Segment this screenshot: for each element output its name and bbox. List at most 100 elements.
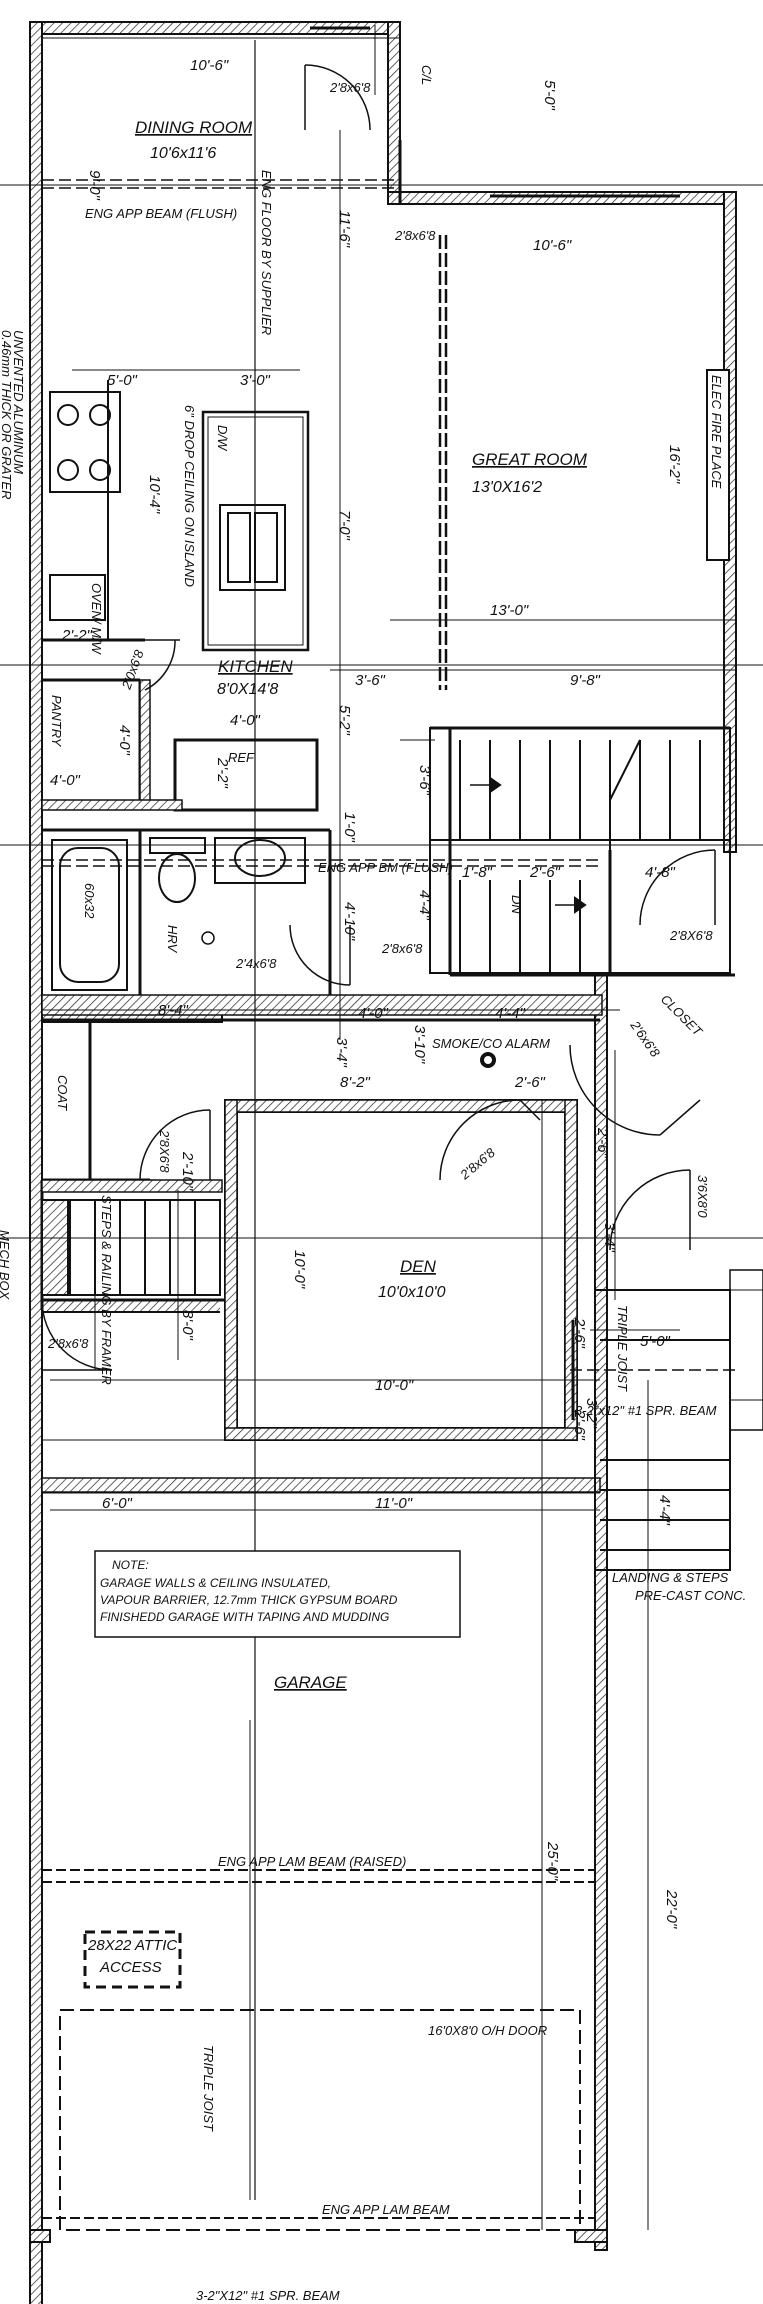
door-size-10: 2'6x6'8 [627, 1017, 663, 1060]
dim-1-8: 1'-8" [462, 864, 493, 881]
dim-3-6-b: 3'-6" [416, 765, 433, 796]
door-size-5: 2'8X6'8 [669, 928, 713, 943]
label-eng-app-bm-flush: ENG APP BM (FLUSH) [318, 860, 453, 875]
dim-6-0: 6'-0" [102, 1495, 133, 1512]
dim-10-6-top: 10'-6" [190, 57, 229, 74]
label-attic-1: 28X22 ATTIC [87, 1937, 177, 1954]
dim-2-6-e: 2'-6" [571, 1409, 588, 1441]
dim-4-0-d: 4'-0" [358, 1005, 389, 1022]
entry-steps [41, 1199, 221, 1296]
label-dw: D/W [215, 425, 230, 452]
dim-10-6-great: 10'-6" [533, 237, 572, 254]
dimension-lines [0, 25, 763, 2230]
door-size-1: 2'8x6'8 [329, 80, 371, 95]
door-size-3: 2'8x6'8 [394, 228, 436, 243]
label-oh-door: 16'0X8'0 O/H DOOR [428, 2023, 547, 2038]
label-eng-floor-supplier: ENG FLOOR BY SUPPLIER [259, 170, 274, 335]
dim-5-0-top: 5'-0" [541, 80, 558, 111]
label-spr-beam: 3-2"x12" #1 SPR. BEAM [575, 1403, 717, 1418]
door-swings [41, 64, 716, 1371]
dim-10-0-b: 10'-0" [375, 1377, 414, 1394]
dim-5-0-b: 5'-0" [640, 1333, 671, 1350]
label-eng-lam-beam-raised: ENG APP LAM BEAM (RAISED) [218, 1854, 406, 1869]
room-name-great: GREAT ROOM [472, 450, 588, 469]
dim-4-0-b: 4'-0" [116, 725, 133, 756]
dim-4-8: 4'-8" [645, 864, 676, 881]
label-landing: LANDING & STEPS [612, 1570, 729, 1585]
label-unvented-1: UNVENTED ALUMINUM [11, 330, 26, 474]
door-size-7: 2'8X6'8 [157, 1129, 172, 1173]
note-line-4: FINISHEDD GARAGE WITH TAPING AND MUDDING [100, 1610, 389, 1624]
window-openings [310, 26, 680, 1420]
dim-4-4-c: 4'-4" [656, 1495, 673, 1526]
smoke-alarm-icon [480, 1052, 496, 1068]
dim-10-0-a: 10'-0" [291, 1250, 308, 1289]
label-eng-lam-beam: ENG APP LAM BEAM [322, 2202, 450, 2217]
note-line-1: NOTE: [112, 1558, 149, 1572]
dim-2-6-d: 2'-6" [571, 1317, 588, 1349]
label-elec-fireplace: ELEC FIRE PLACE [709, 375, 724, 489]
label-dn: DN [509, 895, 524, 914]
door-size-6: 2'8x6'8 [457, 1144, 499, 1183]
dim-4-4-a: 4'-4" [416, 890, 433, 921]
label-triple-joist-1: TRIPLE JOIST [615, 1305, 630, 1392]
dim-2-6-b: 2'-6" [514, 1074, 546, 1091]
room-size-den: 10'0x10'0 [378, 1284, 446, 1301]
label-eng-app-beam-flush: ENG APP BEAM (FLUSH) [85, 206, 237, 221]
door-size-4: 2'4x6'8 [235, 956, 277, 971]
dim-9-8: 9'-8" [570, 672, 601, 689]
label-oven-mw: OVEN/ M/W [89, 583, 104, 656]
room-size-great: 13'0X16'2 [472, 479, 542, 496]
label-hrv: HRV [165, 925, 180, 954]
dim-8-0: 8'-0" [179, 1310, 196, 1341]
dim-10-4: 10'-4" [146, 475, 163, 514]
stove [49, 391, 121, 493]
label-coat: COAT [55, 1075, 70, 1111]
dim-4-0-c: 4'-0" [50, 772, 81, 789]
room-name-den: DEN [400, 1257, 437, 1276]
dim-5-2: 5'-2" [336, 705, 353, 736]
bathtub [51, 839, 128, 991]
stairs [429, 727, 731, 975]
label-smoke-alarm: SMOKE/CO ALARM [432, 1036, 550, 1051]
door-size-8: 3'6X8'0 [695, 1175, 710, 1218]
door-size-2: 2'8x6'8 [381, 941, 423, 956]
sink [219, 504, 286, 591]
dim-3-6: 3'-6" [355, 672, 386, 689]
door-size-9: 2'8x6'8 [47, 1336, 89, 1351]
room-size-dining: 10'6x11'6 [150, 145, 216, 162]
dim-7-0: 7'-0" [336, 510, 353, 541]
dim-3-4-b: 3'-4" [601, 1222, 618, 1253]
label-precast: PRE-CAST CONC. [635, 1588, 746, 1603]
dim-8-4: 8'-4" [158, 1002, 189, 1019]
dim-2-2-b: 2'-2" [214, 757, 231, 789]
dim-8-2: 8'-2" [340, 1074, 371, 1091]
label-pantry: PANTRY [49, 695, 64, 748]
dim-9-0: 9'-0" [86, 170, 103, 201]
dim-4-4-b: 4'-4" [495, 1005, 526, 1022]
label-bottom-beam: 3-2"X12" #1 SPR. BEAM [196, 2288, 340, 2303]
label-unvented-2: 0.46mm THICK OR GRATER [0, 330, 14, 500]
dim-13-0: 13'-0" [490, 602, 529, 619]
note-box [94, 1550, 461, 1638]
label-ref: REF [228, 750, 255, 765]
label-mech-box: MECH BOX [0, 1230, 12, 1301]
dim-11-6: 11'-6" [336, 210, 353, 248]
room-name-dining: DINING ROOM [135, 118, 253, 137]
dim-1-0: 1'-0" [341, 812, 358, 843]
dim-5-0-kitchen: 5'-0" [107, 372, 138, 389]
dim-3-0: 3'-0" [240, 372, 271, 389]
dim-2-10: 2'-10" [179, 1151, 196, 1191]
dim-3-10: 3'-10" [411, 1025, 428, 1064]
room-size-kitchen: 8'0X14'8 [217, 681, 278, 698]
dim-16-2: 16'-2" [666, 445, 683, 484]
label-drop-ceiling: 6" DROP CEILING ON ISLAND [182, 405, 197, 587]
dim-2-2: 2'-2" [61, 627, 93, 644]
landing-steps [594, 1269, 763, 1571]
dim-2-6-c: 2'-6" [594, 1127, 611, 1159]
dim-4-0-a: 4'-0" [230, 712, 261, 729]
oven [49, 574, 106, 621]
note-line-2: GARAGE WALLS & CEILING INSULATED, [100, 1576, 331, 1590]
dim-3-4: 3'-4" [333, 1037, 350, 1068]
